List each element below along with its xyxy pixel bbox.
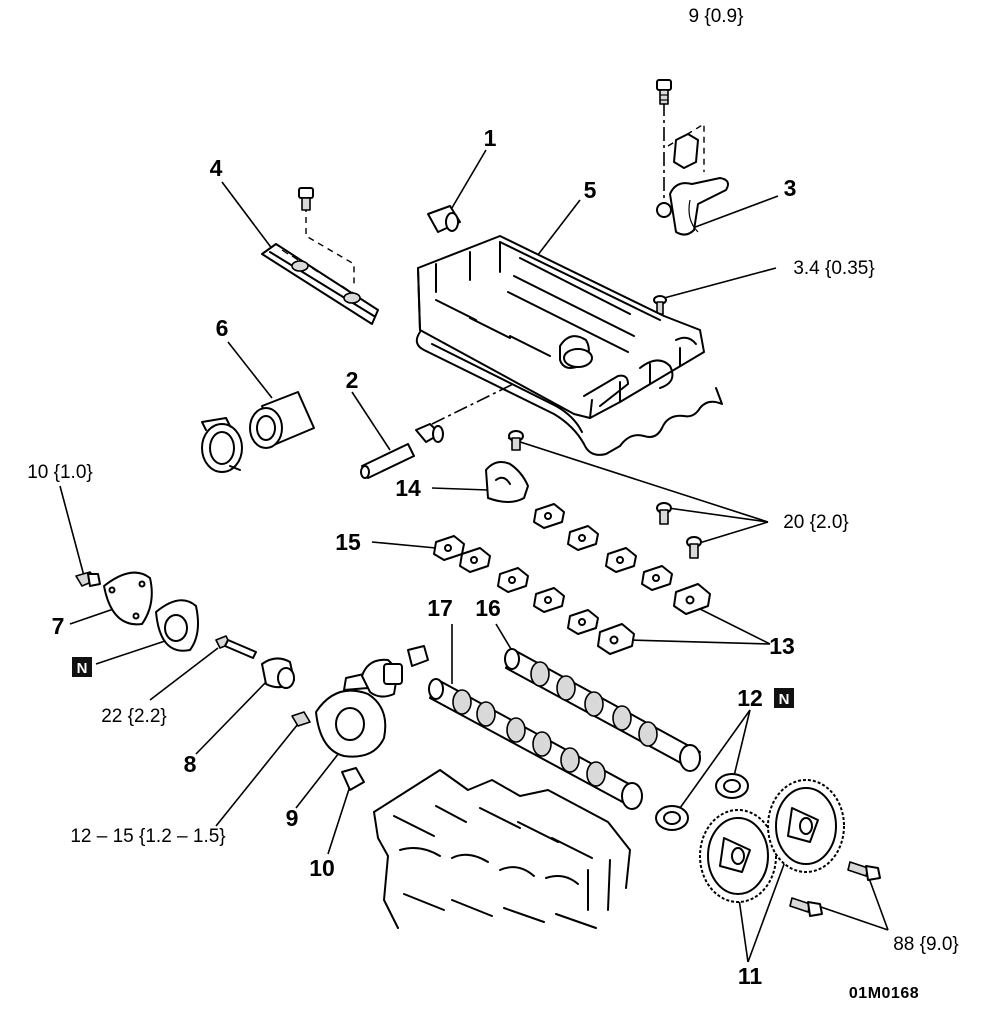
torque-cover-bolt: 3.4 {0.35} (793, 258, 874, 279)
cap (497, 567, 529, 593)
torque-cap-bolt: 20 {2.0} (783, 512, 849, 533)
part-7-cover-plate (103, 571, 153, 626)
camshaft-oil-seals (655, 773, 749, 831)
cylinder-head-cover (417, 235, 705, 419)
camshaft-sprockets (699, 779, 845, 903)
cap (605, 547, 637, 573)
plate-bolt (75, 571, 101, 587)
torque-pump-stud: 22 {2.2} (101, 706, 167, 727)
label-4: 4 (210, 155, 223, 181)
sprocket-intake (767, 779, 845, 873)
exhaust-camshaft (428, 678, 643, 810)
sprocket-bolts (789, 861, 881, 917)
pump-stud (215, 635, 257, 659)
part-2-pin (360, 423, 444, 479)
torque-pump-nut: 12 – 15 {1.2 – 1.5} (70, 826, 225, 847)
cap (567, 609, 599, 635)
sensor-bolt (656, 79, 672, 105)
intake-camshaft (504, 648, 701, 772)
new-part-mark-oil-seal-text: N (779, 691, 790, 708)
label-16: 16 (475, 595, 501, 621)
cylinder-head (373, 769, 631, 929)
torque-plate-bolt: 10 {1.0} (27, 462, 93, 483)
label-3: 3 (784, 175, 797, 201)
cap (533, 503, 565, 529)
label-15: 15 (335, 529, 361, 555)
label-13: 13 (769, 633, 795, 659)
torque-spec-labels: 9 {0.9} 3.4 {0.35} 20 {2.0} 10 {1.0} 22 … (27, 6, 959, 955)
sprocket-exhaust (699, 809, 777, 903)
label-1: 1 (484, 125, 497, 151)
label-6: 6 (216, 315, 229, 341)
cap (641, 565, 673, 591)
cap (533, 587, 565, 613)
label-5: 5 (584, 177, 597, 203)
new-part-mark-oil-seal: N (774, 688, 794, 708)
high-pressure-pump (315, 645, 429, 758)
label-7: 7 (52, 613, 65, 639)
torque-sprocket-bolt: 88 {9.0} (893, 934, 959, 955)
cap (673, 583, 711, 615)
cap (597, 623, 635, 655)
cap (433, 535, 465, 561)
part-number-labels: 1 2 3 4 5 6 7 8 9 10 11 12 13 14 15 16 1… (52, 125, 797, 989)
cap-bolts (656, 502, 702, 559)
pump-nut (291, 711, 311, 727)
new-part-mark-gasket-text: N (77, 660, 88, 677)
label-9: 9 (286, 805, 299, 831)
label-11: 11 (738, 963, 763, 989)
part-10-bushing (341, 767, 365, 791)
figure-code: 01M0168 (849, 985, 919, 1002)
label-10: 10 (309, 855, 335, 881)
part-4-baffle (261, 187, 379, 325)
label-14: 14 (395, 475, 421, 501)
cap (459, 547, 491, 573)
cylinder-head-cover-gasket (415, 331, 723, 456)
label-17: 17 (427, 595, 453, 621)
label-8: 8 (184, 751, 197, 777)
new-part-mark-gasket: N (72, 657, 92, 677)
camshaft-position-sensor (656, 133, 729, 236)
cap (567, 525, 599, 551)
cover-plate-gasket (155, 599, 199, 652)
camshaft-bearing-caps (433, 503, 711, 655)
part-1-plug (427, 205, 461, 233)
label-12: 12 (737, 685, 763, 711)
part-6-seal (201, 391, 315, 473)
torque-sensor-bolt: 9 {0.9} (689, 6, 744, 27)
part-8-adapter (261, 657, 295, 689)
front-camshaft-bearing-cap (485, 430, 529, 503)
label-2: 2 (346, 367, 359, 393)
